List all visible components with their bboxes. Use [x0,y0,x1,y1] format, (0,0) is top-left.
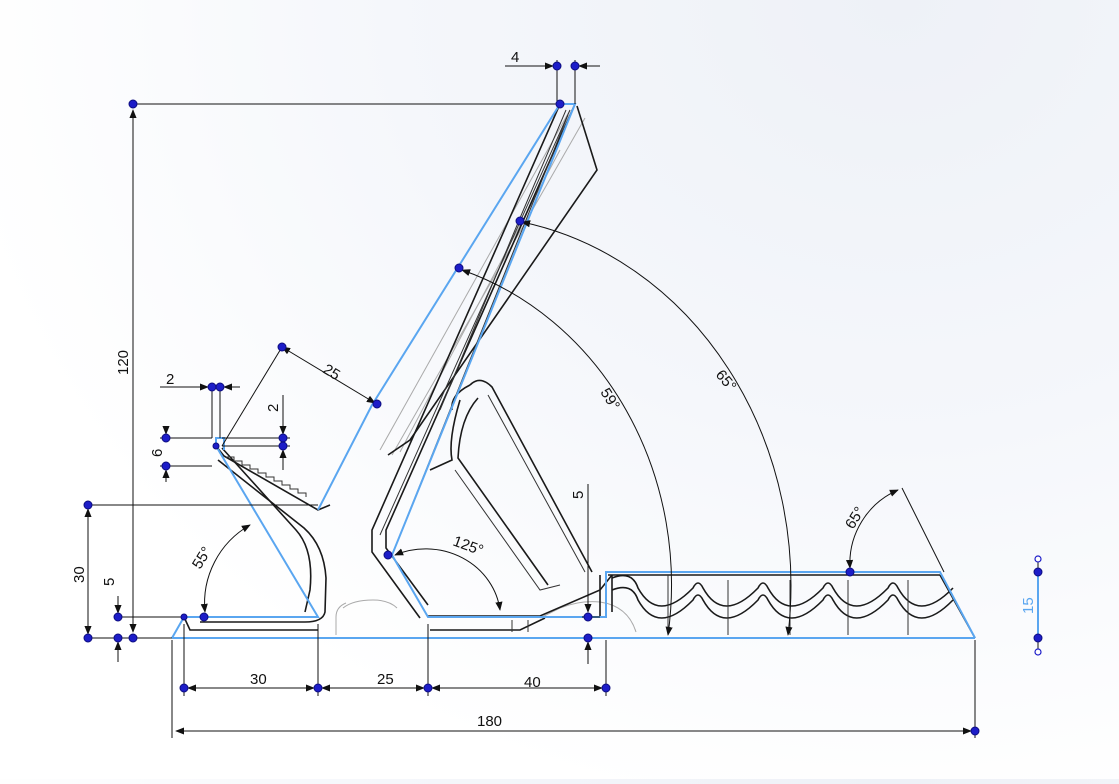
dim-label-5-vertical: 5 [101,578,118,586]
sketch-point [601,683,611,693]
dim-label-25-diagonal: 25 [320,361,343,384]
sketch-point [313,683,323,693]
sketch-point [215,382,225,392]
sketch-point [552,61,562,71]
dim-label-6: 6 [149,449,166,457]
sketch-point [278,433,288,443]
sketch-point [128,633,138,643]
sketch-point [1034,648,1042,656]
sketch-point [570,61,580,71]
dim-label-4: 4 [511,49,519,66]
sketch-point [454,263,464,273]
dim-label-2-vertical: 2 [265,404,282,412]
sketch-point [207,382,217,392]
sketch-point [423,683,433,693]
sketch-point [161,461,171,471]
sketch-point [128,99,138,109]
sketch-point [383,550,393,560]
sketch-point [1034,555,1042,563]
sketch-point [199,612,209,622]
angle-label-59: 59° [597,385,623,413]
sketch-point [845,567,855,577]
dim-label-5-mid: 5 [570,491,587,499]
ghost-geometry [335,109,637,635]
dim-label-180: 180 [477,713,502,730]
sketch-point [1033,567,1043,577]
sketch-point [83,633,93,643]
dim-label-120: 120 [115,350,132,375]
dim-label-40-base: 40 [524,674,541,691]
sketch-point [161,433,171,443]
sketch-point [583,633,593,643]
sketch-point [970,726,980,736]
sketch-profile[interactable] [171,103,1039,639]
sketch-point [212,442,220,450]
angle-label-65-large: 65° [712,367,740,395]
dim-label-30-vertical: 30 [71,566,88,583]
sketch-point [583,612,593,622]
angle-label-65-small: 65° [842,504,868,532]
sketch-point [555,99,565,109]
sketch-point [372,399,382,409]
sketch-point [113,612,123,622]
dim-label-15: 15 [1020,597,1037,614]
dim-label-30-base: 30 [250,671,267,688]
sketch-point [113,633,123,643]
dim-label-2-horizontal: 2 [166,371,174,388]
sketch-point [1033,633,1043,643]
sketch-point [515,216,525,226]
body-geometry [183,103,976,639]
sketch-point [83,500,93,510]
dim-label-25-base: 25 [377,671,394,688]
sketch-point [277,342,287,352]
dimension-lines [84,60,1039,738]
sketch-point [278,441,288,451]
sketch-point [179,683,189,693]
sketch-points[interactable] [83,61,1043,736]
sketch-point [180,613,188,621]
